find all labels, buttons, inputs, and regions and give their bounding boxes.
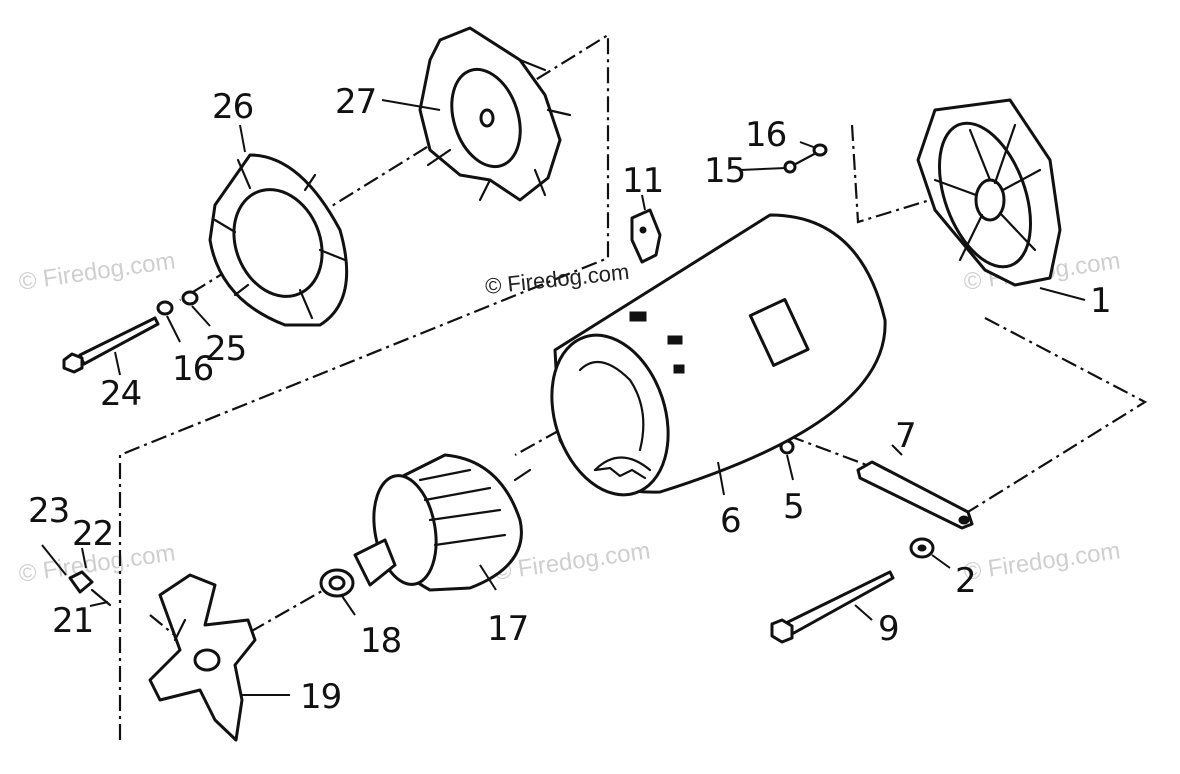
brush-plate-part-19	[148, 573, 257, 742]
callout-23: 23	[28, 491, 69, 531]
callout-1: 1	[1090, 281, 1111, 321]
rotor-part-17	[353, 453, 532, 592]
callout-7: 7	[895, 416, 916, 456]
callout-22: 22	[72, 514, 113, 554]
callout-16-left: 16	[172, 349, 213, 389]
washer-part-2	[909, 537, 935, 559]
callout-5: 5	[783, 487, 804, 527]
washer-part-16-right	[812, 143, 828, 157]
bearing-part-18	[319, 568, 355, 598]
terminal-block-part-11	[630, 208, 662, 264]
stator-housing-part-6	[550, 213, 887, 497]
callout-19: 19	[300, 677, 341, 717]
callout-21: 21	[52, 601, 93, 641]
callout-15: 15	[704, 151, 745, 191]
callout-27: 27	[335, 82, 376, 122]
leader-lines	[41, 99, 1086, 696]
centerline-brace	[954, 317, 1148, 521]
fan-guard-part-26	[208, 153, 349, 327]
callout-18: 18	[360, 621, 401, 661]
screw-part-15	[783, 150, 820, 174]
nut-part-16-left	[156, 300, 174, 316]
brace-part-7	[856, 460, 974, 530]
callout-labels: 1 2 5 6 7 9 11 15 16 16 17 18 19 21 22 2…	[28, 82, 1112, 717]
washer-part-25	[181, 290, 199, 306]
callout-25: 25	[205, 329, 246, 369]
callout-24: 24	[100, 374, 141, 414]
callout-9: 9	[878, 609, 899, 649]
bolt-part-24	[62, 316, 160, 374]
centerline-shaft	[514, 429, 561, 456]
fan-part-27	[418, 26, 572, 202]
end-bell-part-1	[916, 98, 1062, 287]
watermark-right-lower: © Firedog.com	[962, 537, 1122, 586]
callout-16-right: 16	[745, 115, 786, 155]
callout-6: 6	[720, 501, 741, 541]
bolt-part-9	[770, 570, 895, 644]
callout-2: 2	[955, 561, 976, 601]
callout-26: 26	[212, 87, 253, 127]
watermark-center: © Firedog.com	[484, 259, 630, 299]
callout-11: 11	[622, 161, 663, 201]
watermark-left: © Firedog.com	[17, 247, 177, 296]
callout-17: 17	[487, 609, 528, 649]
centerline-screw-15	[850, 124, 931, 224]
